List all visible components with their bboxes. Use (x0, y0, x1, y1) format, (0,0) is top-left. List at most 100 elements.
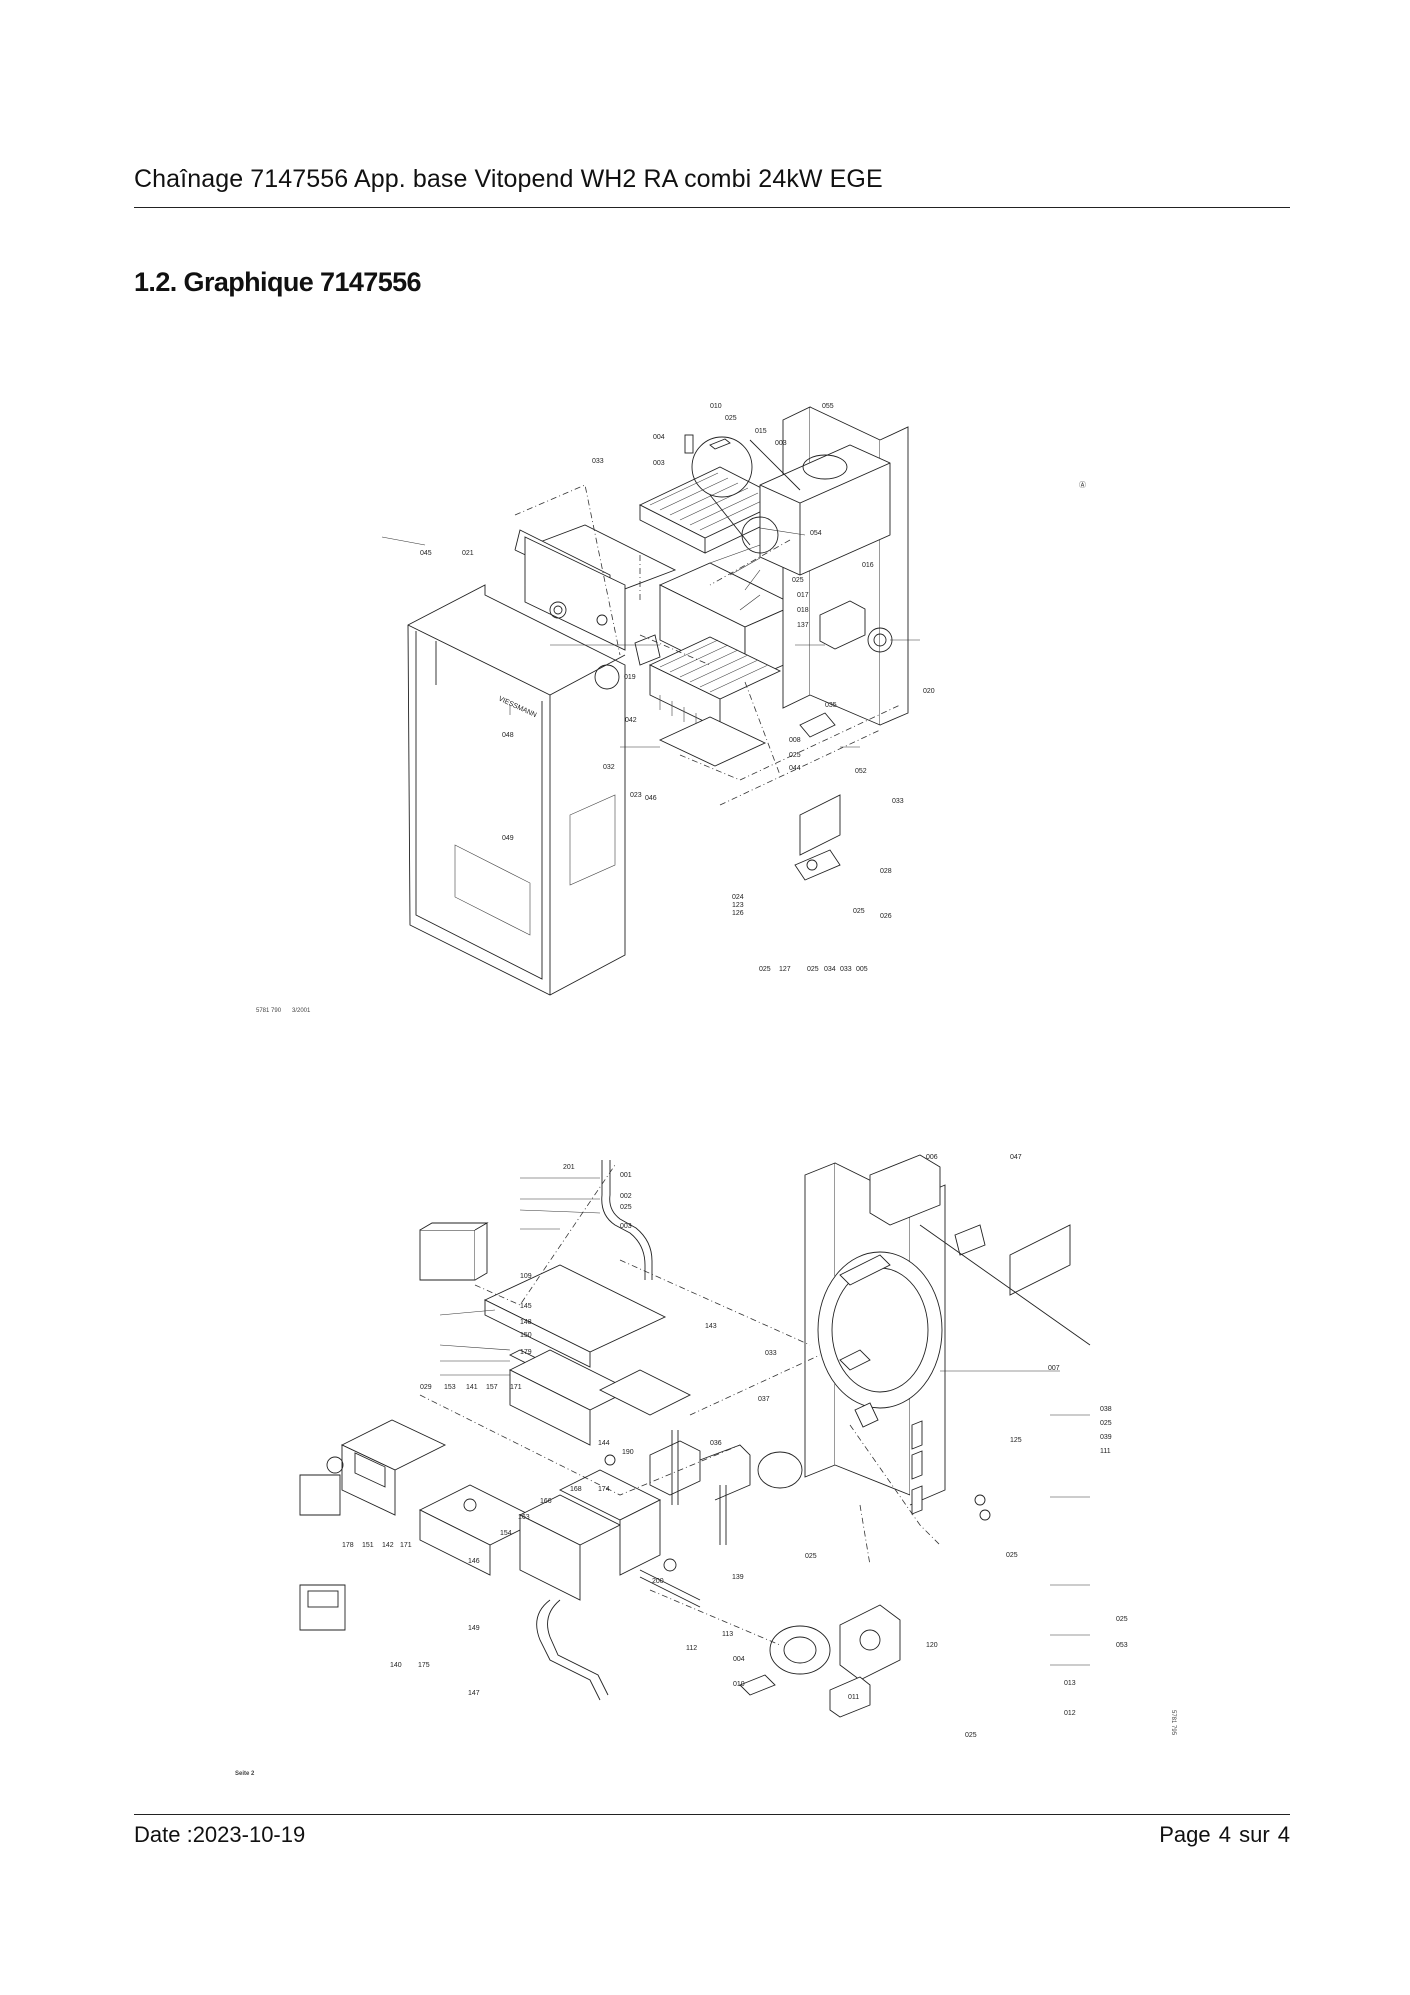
callout-label: 017 (797, 592, 809, 599)
callout-label: 028 (880, 868, 892, 875)
burner-drawing (594, 634, 782, 767)
diagram-1-svg: VIESSMANN (256, 322, 1086, 1014)
callout-label: 024 (732, 894, 744, 901)
callout-label: 018 (797, 607, 809, 614)
callout-label: 004 (653, 434, 665, 441)
callout-label: 037 (758, 1396, 770, 1403)
callout-label: 048 (502, 732, 514, 739)
callout-label: 174 (598, 1486, 610, 1493)
callout-label: 015 (755, 428, 767, 435)
callout-label: 120 (926, 1642, 938, 1649)
callout-label: 002 (620, 1193, 632, 1200)
callout-label: 006 (926, 1154, 938, 1161)
main-frame-drawing (804, 1154, 986, 1506)
callout-labels: 201 001 006 047 002 025 003 109 145 033 … (235, 1154, 1176, 1777)
callout-label: 146 (468, 1558, 480, 1565)
fittings-drawing (839, 1349, 923, 1515)
callout-label: 045 (420, 550, 432, 557)
callout-label: 025 (789, 752, 801, 759)
frame-and-hood-drawing (759, 406, 909, 881)
callout-label: 126 (732, 910, 744, 917)
callout-label: 153 (444, 1384, 456, 1391)
callout-label: 003 (775, 440, 787, 447)
callout-label: 025 (965, 1732, 977, 1739)
callout-label: 142 (382, 1542, 394, 1549)
callout-label: 025 (853, 908, 865, 915)
callout-label: 148 (520, 1319, 532, 1326)
callout-label: 201 (563, 1164, 575, 1171)
callout-label: 033 (765, 1350, 777, 1357)
callout-label: 008 (789, 737, 801, 744)
callout-label: 035 (825, 702, 837, 709)
callout-label: 026 (880, 913, 892, 920)
page-header: Chaînage 7147556 App. base Vitopend WH2 … (134, 165, 1290, 208)
callout-label: 127 (779, 966, 791, 973)
exploded-diagram-hydraulic-section: 201 001 006 047 002 025 003 109 145 033 … (220, 1145, 1210, 1785)
callout-label: 157 (486, 1384, 498, 1391)
callout-label: 004 (733, 1656, 745, 1663)
callout-label: 033 (892, 798, 904, 805)
callout-label: 055 (822, 403, 834, 410)
callout-label: 038 (1100, 1406, 1112, 1413)
callout-label: 025 (1116, 1616, 1128, 1623)
callout-label: 044 (789, 765, 801, 772)
callout-label: 052 (855, 768, 867, 775)
callout-labels: 010 025 055 004 015 003 003 033 054 021 … (256, 403, 935, 1014)
detail-magnifier-circle (691, 436, 753, 498)
callout-label: 163 (518, 1514, 530, 1521)
callout-label: 025 (759, 966, 771, 973)
plate-exchanger-drawing (518, 1469, 662, 1601)
leader-lines (439, 1177, 1090, 1666)
callout-label: 141 (466, 1384, 478, 1391)
drawing-code: 5781 795 (1170, 1710, 1176, 1736)
callout-label: 154 (500, 1530, 512, 1537)
callout-label: 025 (792, 577, 804, 584)
callout-label: 137 (797, 622, 809, 629)
callout-label: 005 (856, 966, 868, 973)
callout-label: 047 (1010, 1154, 1022, 1161)
callout-label: 023 (630, 792, 642, 799)
callout-label: 171 (400, 1542, 412, 1549)
header-title: Chaînage 7147556 App. base Vitopend WH2 … (134, 165, 883, 193)
control-box-drawing (299, 1222, 692, 1631)
callout-label: 029 (420, 1384, 432, 1391)
callout-label: 032 (603, 764, 615, 771)
callout-label: 011 (848, 1694, 859, 1701)
callout-label: 171 (510, 1384, 522, 1391)
callout-label: 123 (732, 902, 744, 909)
section-title: 1.2. Graphique 7147556 (134, 267, 422, 297)
callout-label: 178 (342, 1542, 354, 1549)
diagram-2-svg: 201 001 006 047 002 025 003 109 145 033 … (235, 1154, 1176, 1777)
callout-label: 143 (705, 1323, 717, 1330)
callout-label: 150 (520, 1332, 532, 1339)
callout-label: 179 (520, 1349, 532, 1356)
callout-label: 144 (598, 1440, 610, 1447)
callout-label: 025 (1006, 1552, 1018, 1559)
callout-label: 003 (620, 1223, 632, 1230)
callout-label: 111 (1100, 1448, 1111, 1455)
pipes-drawing (536, 1160, 727, 1701)
callout-label: 033 (840, 966, 852, 973)
callout-label: 147 (468, 1690, 480, 1697)
callout-label: 200 (652, 1578, 664, 1585)
callout-label: 025 (805, 1553, 817, 1560)
callout-label: 001 (620, 1172, 632, 1179)
callout-label: 168 (570, 1486, 582, 1493)
callout-label: 025 (1100, 1420, 1112, 1427)
svg-text:Ⓐ: Ⓐ (1079, 481, 1086, 489)
callout-label: 013 (1064, 1680, 1076, 1687)
callout-label: 025 (620, 1204, 632, 1211)
callout-label: 036 (710, 1440, 722, 1447)
callout-label: 151 (362, 1542, 374, 1549)
callout-label: 175 (418, 1662, 430, 1669)
callout-label: 010 (710, 403, 722, 410)
callout-label: 020 (923, 688, 935, 695)
callout-label: 025 (725, 415, 737, 422)
callout-label: 003 (653, 460, 665, 467)
casing-front-drawing: VIESSMANN (407, 584, 626, 996)
drawing-date: 3/2001 (292, 1008, 311, 1014)
callout-label: 125 (1010, 1437, 1022, 1444)
callout-label: 007 (1048, 1365, 1060, 1372)
callout-label: 139 (732, 1574, 744, 1581)
footer-date: Date :2023-10-19 (134, 1822, 306, 1847)
